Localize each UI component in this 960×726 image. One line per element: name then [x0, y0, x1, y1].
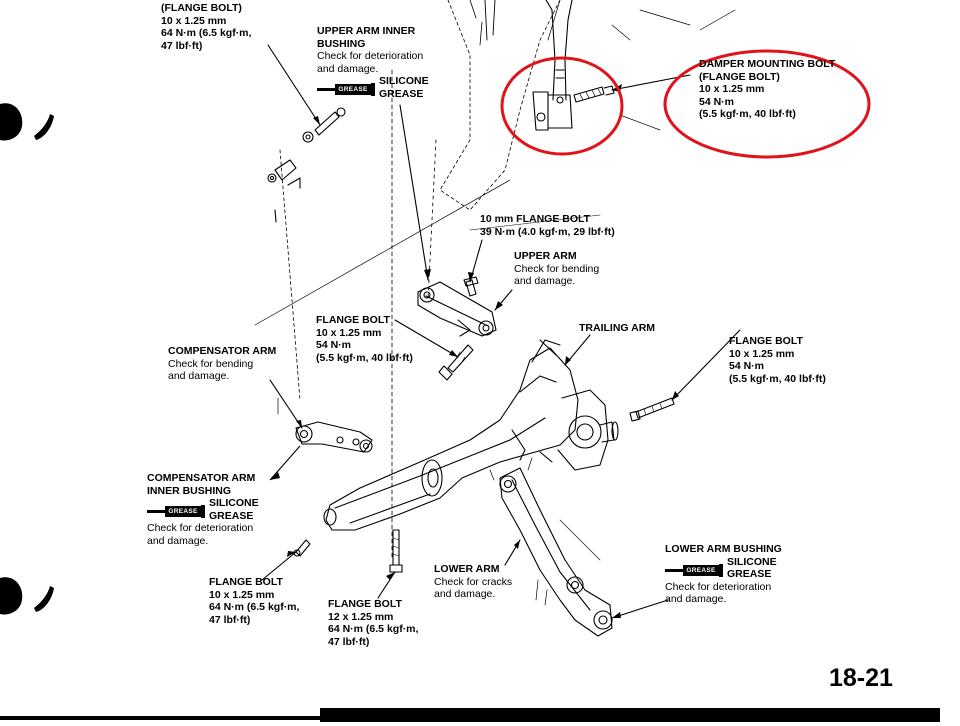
grease-tube-icon: GREASE — [665, 563, 723, 578]
right-flange-bolt-title: FLANGE BOLT — [729, 335, 803, 347]
upper-arm-grease1: SILICONE — [379, 75, 429, 87]
compensator-grease1: SILICONE — [209, 497, 259, 509]
bottom-left-bolt-spec1: 10 x 1.25 mm — [209, 588, 275, 601]
damper-mounting-bolt-spec1: (FLANGE BOLT) — [699, 70, 780, 83]
body-panel-outline — [439, 0, 561, 211]
center-flange-bolt-spec1: 10 x 1.25 mm — [316, 326, 382, 339]
compensator-bushing-note1: Check for deterioration — [147, 522, 254, 534]
page-number: 18-21 — [829, 664, 893, 692]
lower-arm-note1: Check for cracks — [434, 575, 513, 588]
ten-mm-flange-bolt-spec1: 39 N·m (4.0 kgf·m, 29 lbf·ft) — [480, 225, 615, 238]
compensator-arm — [295, 421, 373, 453]
pointer-top-left-bolt — [267, 44, 321, 126]
upper-arm-grease2: GREASE — [379, 87, 424, 100]
center-flange-bolt-title: FLANGE BOLT — [316, 314, 390, 326]
trailing-arm-title: TRAILING ARM — [579, 322, 656, 334]
bottom-center-bolt-spec1: 12 x 1.25 mm — [328, 610, 394, 623]
compensator-bushing-title2: INNER BUSHING — [147, 484, 232, 497]
compensator-arm-note1: Check for bending — [168, 357, 254, 370]
top-left-bolt-title: (FLANGE BOLT) — [161, 2, 242, 14]
upper-arm-inner-bushing-title: UPPER ARM INNER — [317, 25, 416, 37]
bottom-center-bolt-title: FLANGE BOLT — [328, 598, 402, 610]
upper-arm-note1: Check for bending — [514, 262, 600, 275]
label-lower-arm-bushing: LOWER ARM BUSHING GREASE SILICONE GREASE… — [665, 543, 782, 606]
compensator-bushing-title: COMPENSATOR ARM — [147, 472, 256, 484]
label-upper-arm-inner-bushing: UPPER ARM INNER BUSHING Check for deteri… — [317, 25, 429, 100]
right-flange-bolt-spec2: 54 N·m — [729, 360, 765, 372]
grease-tube-icon: GREASE — [147, 505, 205, 519]
label-center-flange-bolt: FLANGE BOLT 10 x 1.25 mm 54 N·m (5.5 kgf… — [316, 314, 413, 364]
trailing-arm-crossmember — [323, 339, 579, 531]
right-flange-bolt-spec3: (5.5 kgf·m, 40 lbf·ft) — [729, 372, 826, 385]
damper-bolt-label-highlight-circle — [663, 49, 871, 159]
right-flange-bolt-spec1: 10 x 1.25 mm — [729, 347, 795, 360]
label-bottom-left-flange-bolt: FLANGE BOLT 10 x 1.25 mm 64 N·m (6.5 kgf… — [209, 576, 299, 626]
upper-arm-note2: and damage. — [514, 275, 576, 287]
center-flange-bolt-spec2: 54 N·m — [316, 339, 352, 351]
bottom-left-flange-bolt — [293, 539, 311, 557]
upper-arm-title: UPPER ARM — [514, 250, 577, 262]
lower-arm-grease1: SILICONE — [727, 555, 777, 568]
label-compensator-arm-inner-bushing: COMPENSATOR ARM INNER BUSHING GREASE SIL… — [147, 472, 259, 547]
center-flange-bolt-spec3: (5.5 kgf·m, 40 lbf·ft) — [316, 351, 413, 364]
ten-mm-flange-bolt-title: 10 mm FLANGE BOLT — [480, 213, 591, 225]
bottom-center-bolt-spec3: 47 lbf·ft) — [328, 635, 370, 648]
center-flange-bolt — [438, 344, 474, 381]
knuckle-hub — [539, 339, 619, 471]
grease-tube-icon: GREASE — [317, 83, 375, 97]
compensator-arm-note2: and damage. — [168, 370, 230, 382]
damper-mounting-bolt-spec2: 10 x 1.25 mm — [699, 83, 765, 95]
label-lower-arm: LOWER ARM Check for cracks and damage. — [434, 563, 512, 601]
footer-rule — [320, 708, 940, 722]
damper-mounting-bolt-spec4: (5.5 kgf·m, 40 lbf·ft) — [699, 108, 796, 120]
damper-highlight-circle — [500, 56, 624, 156]
right-flange-bolt — [629, 397, 675, 422]
upper-arm-inner-bushing-note2: and damage. — [317, 62, 379, 75]
bottom-center-flange-bolt — [389, 529, 403, 573]
lower-arm-bushing-note1: Check for deterioration — [665, 580, 772, 593]
lower-arm — [489, 457, 613, 637]
top-left-bolt-spec3: 47 lbf·ft) — [161, 39, 203, 52]
upper-arm-inner-bushing-title2: BUSHING — [317, 37, 366, 50]
label-top-left-bolt: (FLANGE BOLT) 10 x 1.25 mm 64 N·m (6.5 k… — [161, 2, 251, 52]
footer-rule-thin — [0, 716, 330, 720]
upper-arm-inner-bracket — [267, 159, 301, 223]
lower-arm-bushing-note2: and damage. — [665, 593, 727, 605]
upper-arm — [417, 281, 497, 337]
label-compensator-arm: COMPENSATOR ARM Check for bending and da… — [168, 345, 276, 383]
label-trailing-arm: TRAILING ARM — [579, 322, 655, 335]
upper-arm-inner-bushing-note1: Check for deterioration — [317, 50, 424, 62]
bottom-left-bolt-title: FLANGE BOLT — [209, 576, 283, 588]
compensator-grease2: GREASE — [209, 509, 254, 522]
compensator-bushing-note2: and damage. — [147, 534, 209, 547]
binder-mark-bottom — [0, 577, 54, 615]
label-damper-mounting-bolt: DAMPER MOUNTING BOLT (FLANGE BOLT) 10 x … — [699, 58, 835, 121]
damper-mounting-bolt — [573, 85, 615, 103]
label-bottom-center-flange-bolt: FLANGE BOLT 12 x 1.25 mm 64 N·m (6.5 kgf… — [328, 598, 418, 648]
top-left-bolt-spec2: 64 N·m (6.5 kgf·m, — [161, 27, 252, 39]
lower-arm-bushing-title: LOWER ARM BUSHING — [665, 543, 782, 555]
damper-mounting-bolt-title: DAMPER MOUNTING BOLT — [699, 58, 836, 70]
top-left-bolt-spec1: 10 x 1.25 mm — [161, 14, 227, 27]
bottom-left-bolt-spec2: 64 N·m (6.5 kgf·m, — [209, 601, 300, 613]
binder-mark-top — [0, 103, 54, 141]
damper — [532, 0, 573, 131]
bottom-left-bolt-spec3: 47 lbf·ft) — [209, 613, 251, 626]
upper-left-flange-bolt — [302, 107, 346, 143]
label-upper-arm: UPPER ARM Check for bending and damage. — [514, 250, 599, 288]
label-ten-mm-flange-bolt: 10 mm FLANGE BOLT 39 N·m (4.0 kgf·m, 29 … — [480, 213, 615, 238]
lower-arm-title: LOWER ARM — [434, 563, 500, 575]
compensator-arm-title: COMPENSATOR ARM — [168, 345, 277, 357]
bottom-center-bolt-spec2: 64 N·m (6.5 kgf·m, — [328, 623, 419, 635]
damper-mounting-bolt-spec3: 54 N·m — [699, 95, 735, 108]
label-right-flange-bolt: FLANGE BOLT 10 x 1.25 mm 54 N·m (5.5 kgf… — [729, 335, 826, 385]
lower-arm-note2: and damage. — [434, 588, 496, 600]
lower-arm-grease2: GREASE — [727, 568, 772, 580]
